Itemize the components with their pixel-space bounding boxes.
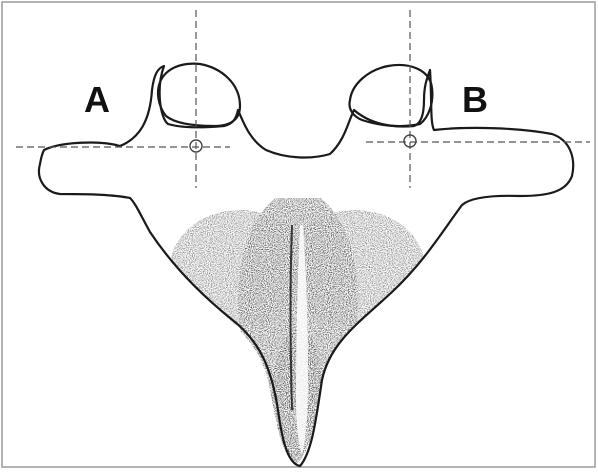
- label-a: A: [84, 82, 110, 118]
- label-b: B: [462, 82, 488, 118]
- left-articular-process: [158, 64, 240, 126]
- stipple-shading: [170, 190, 425, 470]
